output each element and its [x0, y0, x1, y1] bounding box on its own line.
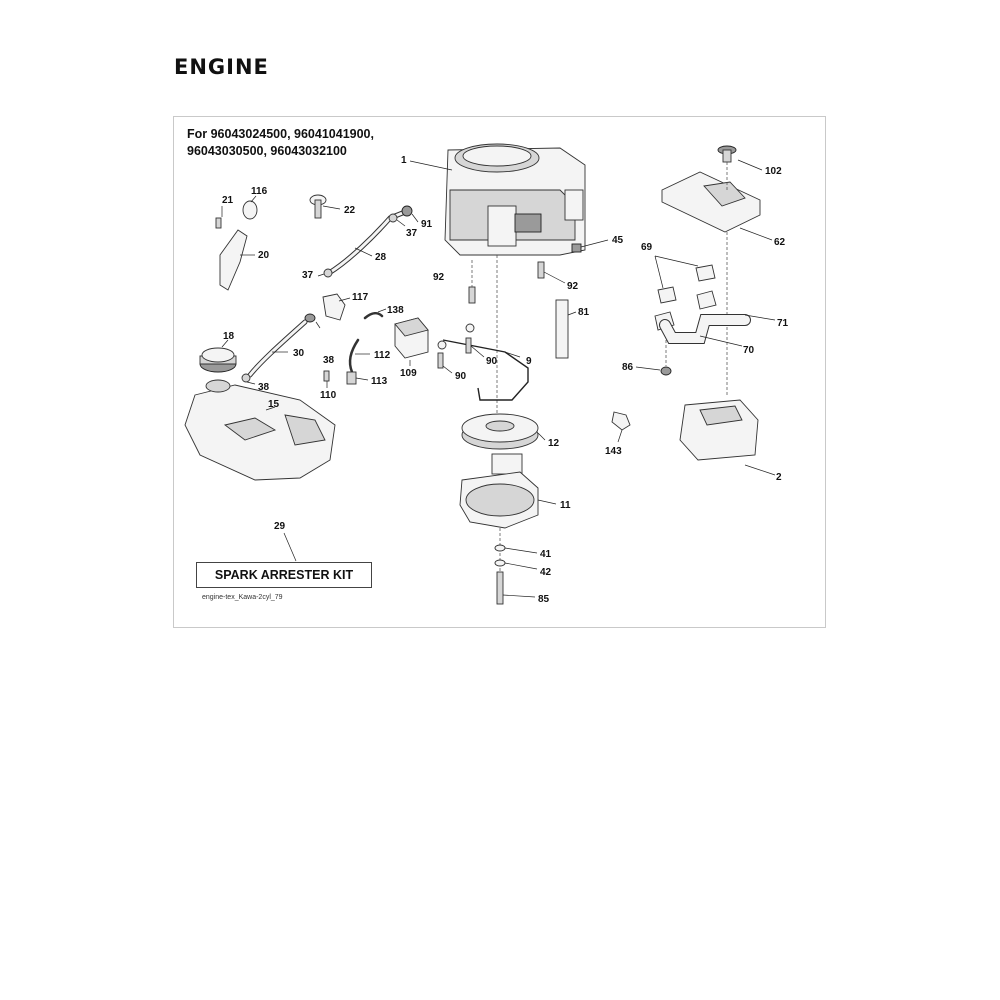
label-138: 138: [387, 305, 404, 316]
label-109: 109: [400, 368, 417, 379]
exhaust-pipes: [654, 255, 776, 347]
label-18: 18: [223, 331, 235, 342]
label-30: 30: [293, 348, 305, 359]
fitting-45: [571, 239, 609, 253]
screw-110: [323, 370, 330, 388]
label-22: 22: [344, 205, 356, 216]
fuel-pump-117: [304, 293, 351, 329]
bolt-85: [496, 571, 536, 605]
label-38a: 38: [323, 355, 335, 366]
wire-harness-112: [348, 308, 387, 374]
label-28: 28: [375, 252, 387, 263]
label-91: 91: [421, 219, 433, 230]
washers-41-42: [494, 544, 538, 570]
spacer-81: [555, 299, 577, 359]
label-81: 81: [578, 307, 590, 318]
label-116: 116: [251, 186, 268, 197]
sensor-143: [611, 411, 631, 443]
label-92a: 92: [433, 272, 445, 283]
label-71: 71: [777, 318, 789, 329]
nut-86: [635, 340, 672, 376]
control-module-109: [394, 317, 429, 366]
connector-113: [346, 371, 369, 385]
clutch-11: [459, 453, 557, 600]
page-title: ENGINE: [174, 55, 269, 79]
label-38b: 38: [258, 382, 270, 393]
model-line-2: 96043030500, 96043032100: [187, 144, 347, 158]
pulley-12: [461, 413, 546, 450]
label-11: 11: [560, 500, 571, 511]
label-12: 12: [548, 438, 560, 449]
label-70: 70: [743, 345, 755, 356]
label-45: 45: [612, 235, 624, 246]
label-112: 112: [374, 350, 391, 361]
bolt-92-right: [537, 261, 566, 284]
label-85: 85: [538, 594, 550, 605]
label-90b: 90: [455, 371, 467, 382]
label-117: 117: [352, 292, 369, 303]
muffler-2: [679, 399, 776, 476]
kit-leader: [283, 532, 297, 562]
fuel-cap-18: [199, 339, 237, 373]
label-37b: 37: [302, 270, 314, 281]
label-41: 41: [540, 549, 552, 560]
label-42: 42: [540, 567, 552, 578]
bolt-92-left: [468, 260, 476, 304]
label-113: 113: [371, 376, 388, 387]
label-143: 143: [605, 446, 622, 457]
label-102: 102: [765, 166, 782, 177]
throttle-bracket-20: [215, 195, 258, 291]
label-90a: 90: [486, 356, 498, 367]
label-21: 21: [222, 195, 234, 206]
engine-cover-plate: [661, 145, 773, 395]
label-110: 110: [320, 390, 337, 401]
fuel-line-28: [317, 205, 419, 278]
label-86: 86: [622, 362, 634, 373]
label-62: 62: [774, 237, 786, 248]
fuel-line-30: [241, 319, 308, 385]
model-line-1: For 96043024500, 96041041900,: [187, 127, 374, 141]
muffler-bracket-9: [437, 323, 529, 401]
label-1: 1: [401, 155, 407, 166]
diagram-caption: engine-tex_Kawa-2cyl_79: [202, 594, 283, 601]
primer-22: [309, 194, 341, 219]
label-9: 9: [526, 356, 532, 367]
model-list: For 96043024500, 96041041900, 9604303050…: [187, 126, 374, 160]
engine-block: [409, 143, 586, 420]
kit-part-number: 29: [274, 521, 286, 532]
label-69: 69: [641, 242, 653, 253]
part-number-labels: 1 102 62 45 92 92 91 37 37 28 22 21 116 …: [222, 155, 789, 605]
label-92b: 92: [567, 281, 579, 292]
label-2: 2: [776, 472, 782, 483]
spark-arrester-kit-box: SPARK ARRESTER KIT: [196, 562, 372, 588]
fuel-tank-15: [184, 379, 336, 481]
label-37a: 37: [406, 228, 418, 239]
label-20: 20: [258, 250, 270, 261]
label-15: 15: [268, 399, 280, 410]
